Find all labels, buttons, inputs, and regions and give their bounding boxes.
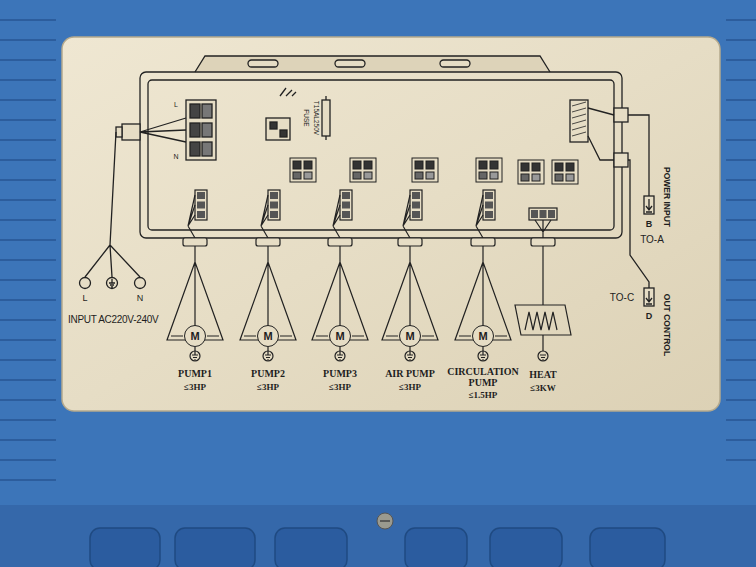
terminal-label: N: [173, 153, 178, 160]
component-name: PUMP2: [251, 369, 285, 379]
motor-symbol: M: [184, 325, 206, 347]
fuse-rating: T15AL250V: [313, 101, 320, 135]
motor-letter: M: [190, 330, 199, 342]
connector-label: OUT CONTROL: [663, 294, 672, 356]
component-name: PUMP1: [178, 369, 212, 379]
component-name: HEAT: [529, 370, 557, 380]
power-spec: INPUT AC220V-240V: [68, 315, 158, 325]
connector-label: TO-C: [610, 293, 634, 303]
component-name: CIRCULATION PUMP: [442, 367, 524, 388]
motor-letter: M: [478, 330, 487, 342]
motor-symbol: M: [329, 325, 351, 347]
rating: ≤3HP: [399, 383, 421, 392]
rating: ≤3HP: [184, 383, 206, 392]
motor-symbol: M: [472, 325, 494, 347]
rating: ≤3KW: [530, 384, 555, 393]
connector-label: POWER INPUT: [663, 167, 672, 227]
fuse-label: FUSE: [303, 109, 310, 126]
terminal-label: N: [137, 294, 144, 303]
connector-letter: D: [646, 312, 653, 321]
component-name: AIR PUMP: [385, 369, 435, 379]
component-name: PUMP3: [323, 369, 357, 379]
terminal-label: L: [82, 294, 87, 303]
rating: ≤3HP: [329, 383, 351, 392]
motor-symbol: M: [399, 325, 421, 347]
motor-letter: M: [263, 330, 272, 342]
motor-symbol: M: [257, 325, 279, 347]
connector-label: TO-A: [640, 235, 664, 245]
motor-letter: M: [335, 330, 344, 342]
rating: ≤1.5HP: [469, 391, 498, 400]
motor-letter: M: [405, 330, 414, 342]
connector-letter: B: [646, 220, 653, 229]
terminal-label: L: [174, 101, 178, 108]
rating: ≤3HP: [257, 383, 279, 392]
